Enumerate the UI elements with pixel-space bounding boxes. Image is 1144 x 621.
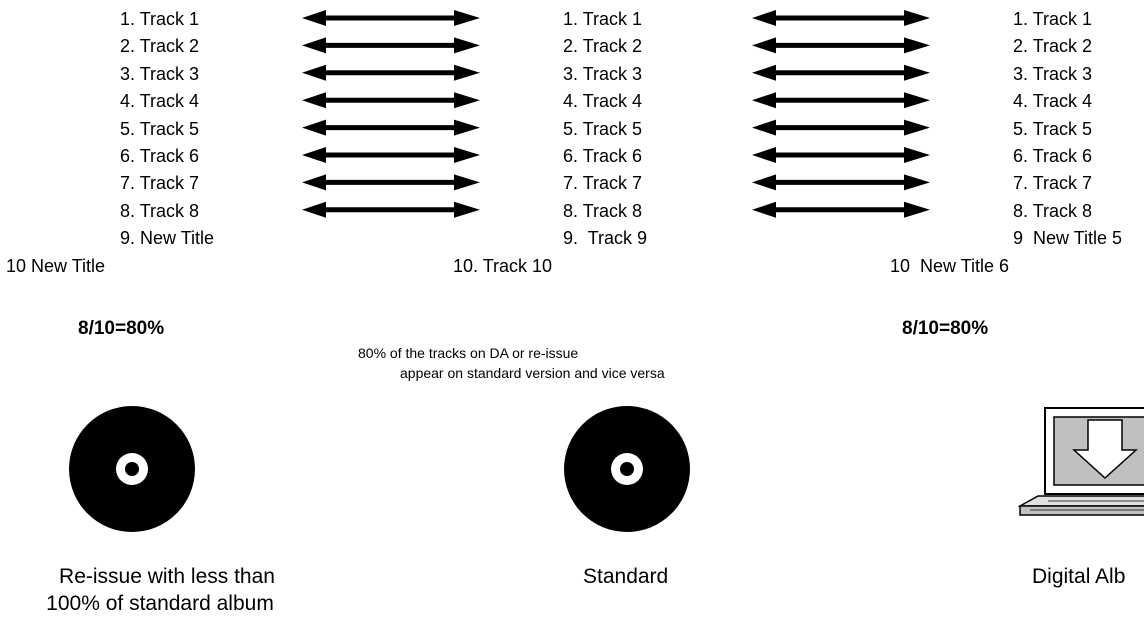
overlap-note-line1: 80% of the tracks on DA or re-issue: [358, 345, 579, 361]
track-item: 6. Track 6: [563, 146, 643, 167]
double-arrow: [302, 119, 480, 136]
track-item: 8. Track 8: [1013, 200, 1093, 221]
track-item: 8. Track 8: [120, 200, 200, 221]
double-arrow: [752, 37, 930, 54]
reissue-last-track: 10 New Title: [6, 256, 106, 276]
track-item: 6. Track 6: [120, 146, 200, 167]
track-item: 3. Track 3: [563, 63, 643, 84]
arrow-group-right: [752, 10, 930, 218]
disc-icon: [69, 406, 195, 532]
arrow-group-left: [302, 10, 480, 218]
double-arrow: [302, 10, 480, 26]
track-item: 9. Track 9: [563, 228, 648, 249]
digital-ratio: 8/10=80%: [902, 318, 989, 339]
reissue-caption: Re-issue with less than 100% of standard…: [0, 563, 320, 617]
double-arrow: [752, 174, 930, 191]
digital-caption: Digital Alb: [1032, 565, 1126, 588]
digital-last-track: 10 New Title 6: [890, 256, 1010, 276]
track-item: 1. Track 1: [563, 9, 643, 29]
standard-caption: Standard: [583, 565, 669, 588]
track-item: 9. New Title: [120, 228, 215, 249]
track-item: 8. Track 8: [563, 200, 643, 221]
track-item: 2. Track 2: [120, 36, 200, 57]
reissue-track-list: 1. Track 1 2. Track 2 3. Track 3 4. Trac…: [120, 6, 214, 253]
track-item: 4. Track 4: [1013, 91, 1093, 112]
double-arrow: [302, 64, 480, 81]
track-item: 3. Track 3: [120, 63, 200, 84]
track-item: 3. Track 3: [1013, 63, 1093, 84]
track-item: 9 New Title 5: [1013, 228, 1123, 249]
track-item: 1. Track 1: [120, 9, 200, 29]
double-arrow: [752, 64, 930, 81]
reissue-ratio: 8/10=80%: [78, 318, 165, 339]
standard-last-track: 10. Track 10: [453, 256, 553, 276]
double-arrow: [752, 147, 930, 163]
overlap-note-line2: appear on standard version and vice vers…: [400, 365, 665, 381]
double-arrow: [302, 37, 480, 54]
double-arrow: [752, 201, 930, 218]
track-item: 6. Track 6: [1013, 146, 1093, 167]
track-item: 1. Track 1: [1013, 9, 1093, 29]
track-item: 5. Track 5: [563, 118, 643, 139]
track-item: 4. Track 4: [563, 91, 643, 112]
track-item: 5. Track 5: [120, 118, 200, 139]
track-item: 7. Track 7: [563, 173, 643, 194]
track-item: 7. Track 7: [120, 173, 200, 194]
track-item: 5. Track 5: [1013, 118, 1093, 139]
double-arrow: [302, 92, 480, 109]
double-arrow: [752, 10, 930, 26]
digital-track-list: 1. Track 1 2. Track 2 3. Track 3 4. Trac…: [1013, 6, 1122, 253]
double-arrow: [302, 174, 480, 191]
disc-icon: [564, 406, 690, 532]
track-item: 4. Track 4: [120, 91, 200, 112]
standard-track-list: 1. Track 1 2. Track 2 3. Track 3 4. Trac…: [563, 6, 647, 253]
double-arrow: [302, 147, 480, 163]
track-item: 7. Track 7: [1013, 173, 1093, 194]
double-arrow: [752, 119, 930, 136]
track-item: 2. Track 2: [1013, 36, 1093, 57]
double-arrow: [302, 201, 480, 218]
reissue-caption-line1: Re-issue with less than: [59, 565, 275, 588]
laptop-download-icon: [1018, 407, 1144, 516]
reissue-caption-line2: 100% of standard album: [46, 592, 274, 615]
double-arrow: [752, 92, 930, 109]
track-item: 2. Track 2: [563, 36, 643, 57]
